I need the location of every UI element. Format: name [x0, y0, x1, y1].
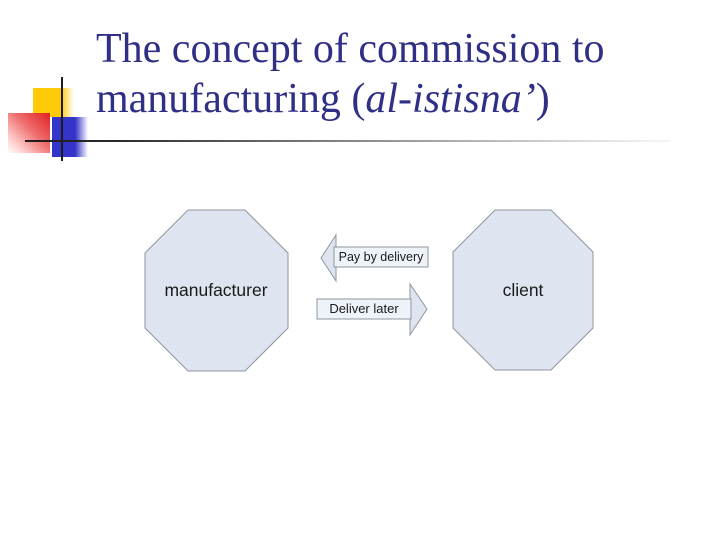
client-label: client: [503, 280, 544, 300]
pay-by-delivery-label: Pay by delivery: [339, 250, 425, 264]
decoration-blue-square: [52, 117, 88, 157]
manufacturer-label: manufacturer: [164, 280, 267, 300]
slide-title: The concept of commission to manufacturi…: [96, 24, 605, 124]
deliver-later-label-box: [316, 298, 412, 320]
decoration-yellow-square: [33, 88, 74, 117]
title-line-2: manufacturing (al-istisna’): [96, 74, 605, 124]
deliver-later-label: Deliver later: [329, 301, 399, 316]
manufacturer-octagon: [144, 209, 289, 372]
pay-by-delivery-label-box: [333, 246, 429, 268]
title-line-2-italic: al-istisna’: [365, 76, 536, 122]
decoration-red-square: [8, 113, 50, 153]
title-line-1: The concept of commission to: [96, 26, 605, 72]
client-octagon: [452, 209, 594, 371]
title-line-2-regular: manufacturing (: [96, 76, 366, 122]
title-line-2-close: ): [535, 76, 550, 122]
decoration-vertical-line: [61, 77, 63, 161]
title-underline-rule: [25, 140, 670, 142]
